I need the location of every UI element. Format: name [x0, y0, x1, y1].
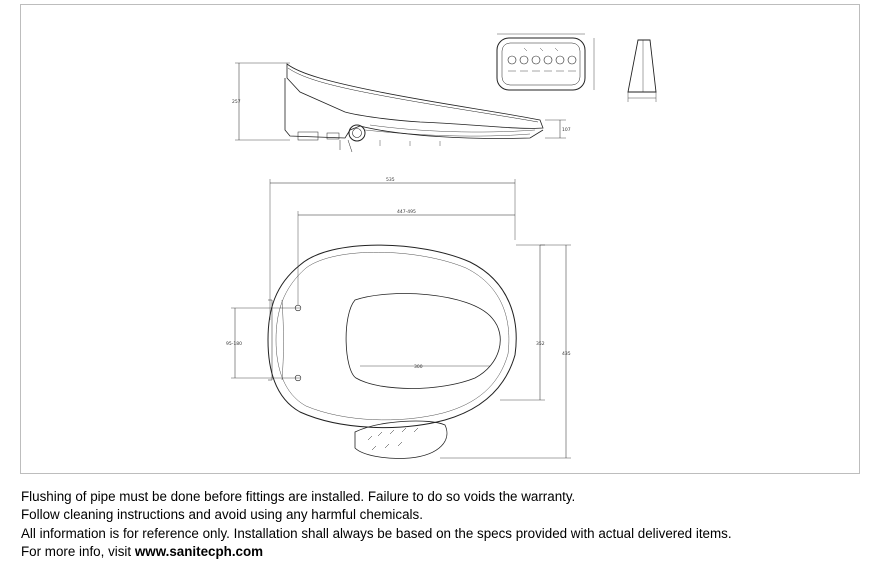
website-link[interactable]: www.sanitecph.com — [134, 543, 264, 559]
notes-block: Flushing of pipe must be done before fit… — [21, 488, 861, 561]
remote-front-view — [496, 33, 595, 91]
note-flushing: Flushing of pipe must be done before fit… — [21, 489, 576, 504]
dim-side-small: 107 — [562, 127, 571, 133]
note-more-info: For more info, visit www.sanitecph.com — [21, 543, 861, 561]
drawing-frame — [20, 4, 860, 474]
dim-bolt-spacing: 95-180 — [226, 341, 242, 347]
dim-mount-range: 447-495 — [397, 209, 416, 215]
dimension-labels: 257 107 535 447-495 95-180 352 435 300 — [226, 99, 571, 370]
remote-side-view — [627, 39, 657, 102]
note-more-info-prefix: For more info, visit — [21, 543, 135, 559]
note-cleaning: Follow cleaning instructions and avoid u… — [21, 507, 423, 523]
dim-side-height: 257 — [232, 99, 241, 105]
dim-inner-width: 352 — [536, 341, 545, 347]
side-view — [235, 62, 566, 153]
dim-opening-width: 300 — [414, 364, 423, 370]
top-view — [231, 179, 571, 459]
note-reference: All information is for reference only. I… — [21, 525, 732, 541]
dim-overall-length: 535 — [386, 177, 395, 183]
dim-overall-width: 435 — [562, 351, 571, 357]
